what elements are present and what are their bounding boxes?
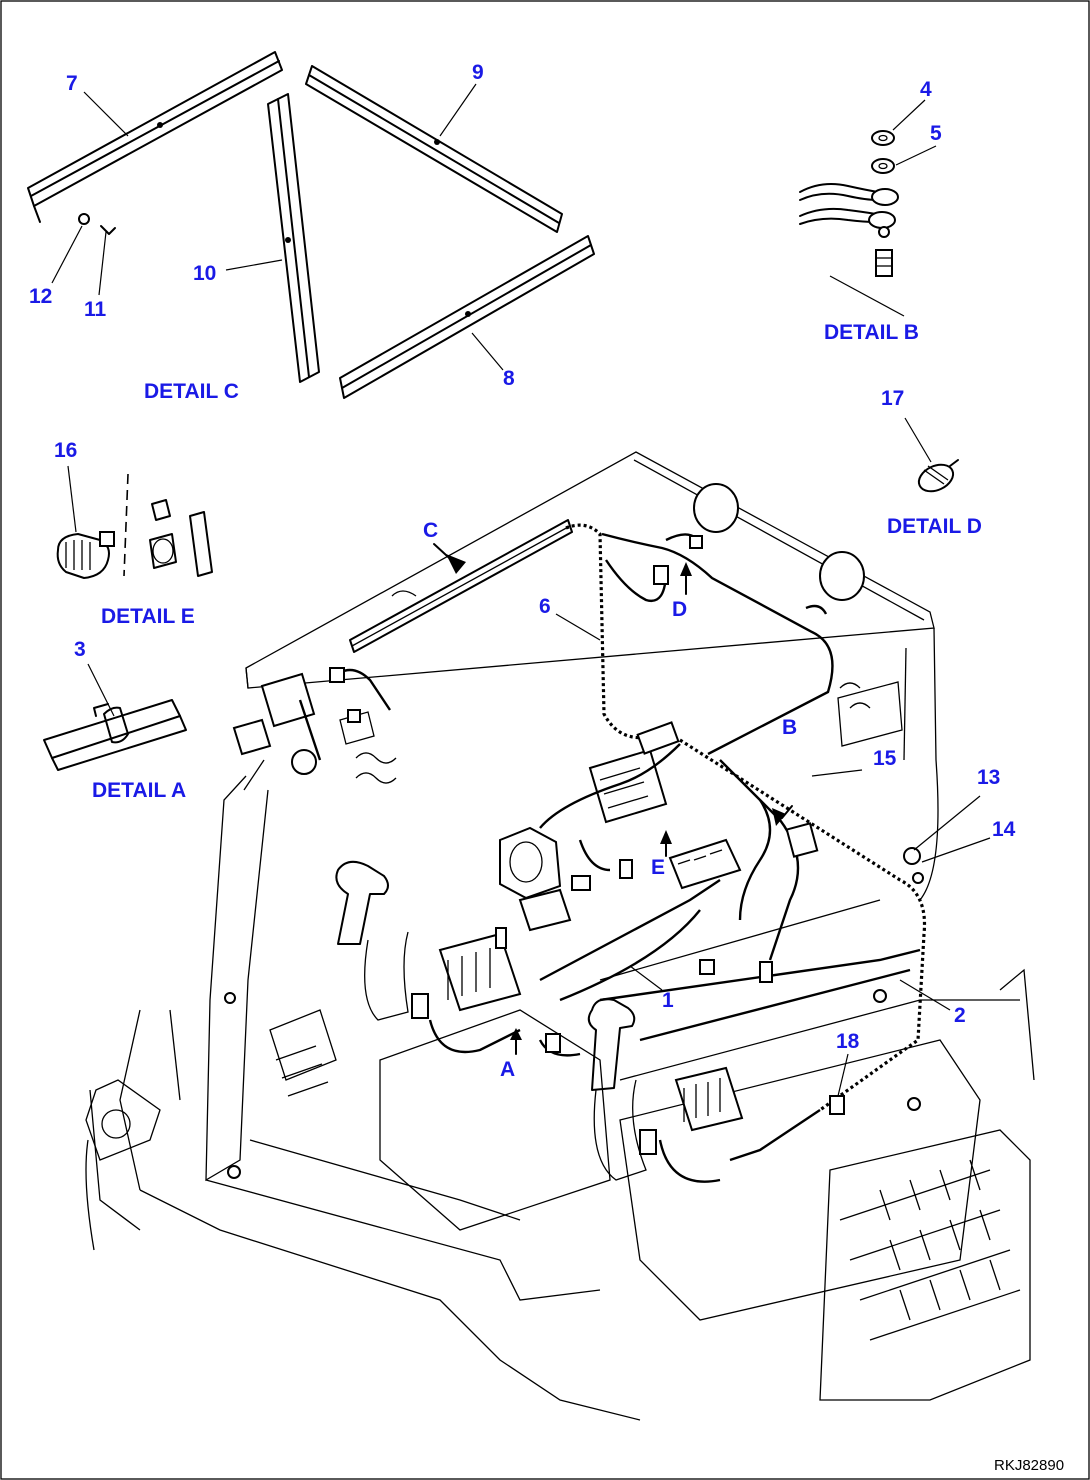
- main-leaders: [555, 613, 991, 1097]
- callout-7: 7: [66, 72, 78, 95]
- nut-11: [100, 225, 116, 235]
- view-label-d: D: [672, 598, 687, 621]
- view-label-b: B: [782, 716, 797, 739]
- callout-3: 3: [74, 638, 86, 661]
- view-arrows: [433, 543, 793, 1055]
- detail-b-terminal: [799, 130, 905, 317]
- detail-c-title: DETAIL C: [144, 380, 239, 403]
- detail-c-leaders: [51, 83, 504, 371]
- detail-a-title: DETAIL A: [92, 779, 186, 802]
- callout-18: 18: [836, 1030, 860, 1053]
- bolt-12: [78, 213, 90, 225]
- callout-14: 14: [992, 818, 1016, 841]
- callout-8: 8: [503, 367, 515, 390]
- arrow-b: [772, 808, 786, 826]
- connector-18: [829, 1095, 845, 1115]
- callout-13: 13: [977, 766, 1000, 789]
- ground-13: [903, 847, 921, 865]
- callout-9: 9: [472, 61, 484, 84]
- callout-1: 1: [662, 989, 674, 1012]
- cab-body: [85, 451, 1035, 1421]
- drawing-code: RKJ82890: [994, 1457, 1064, 1474]
- arrow-d: [680, 562, 692, 576]
- view-label-e: E: [651, 856, 665, 879]
- relay-15: [785, 822, 819, 858]
- callout-labels: 7 9 10 8 12 11 DETAIL C 4 5 DETAIL B 17 …: [29, 61, 1016, 1081]
- callout-15: 15: [873, 747, 897, 770]
- callout-11: 11: [84, 298, 107, 321]
- detail-b-leaders: [892, 99, 937, 166]
- callout-6: 6: [539, 595, 551, 618]
- callout-5: 5: [930, 122, 942, 145]
- callout-10: 10: [193, 262, 216, 285]
- view-label-c: C: [423, 519, 438, 542]
- harness-6: [565, 523, 655, 740]
- callout-12: 12: [29, 285, 52, 308]
- wiring-harness: [224, 519, 927, 1183]
- callout-16: 16: [54, 439, 77, 462]
- detail-c-rails: [27, 51, 595, 399]
- arrow-a: [510, 1028, 522, 1040]
- callout-17: 17: [881, 387, 904, 410]
- detail-a-clamp: [43, 663, 187, 771]
- detail-d-clip: [904, 417, 959, 493]
- detail-e-connector: [56, 465, 213, 579]
- arrow-e: [660, 830, 672, 844]
- callout-2: 2: [954, 1004, 966, 1027]
- detail-e-title: DETAIL E: [101, 605, 195, 628]
- detail-b-title: DETAIL B: [824, 321, 919, 344]
- detail-d-title: DETAIL D: [887, 515, 982, 538]
- callout-4: 4: [920, 78, 932, 101]
- view-label-a: A: [500, 1058, 515, 1081]
